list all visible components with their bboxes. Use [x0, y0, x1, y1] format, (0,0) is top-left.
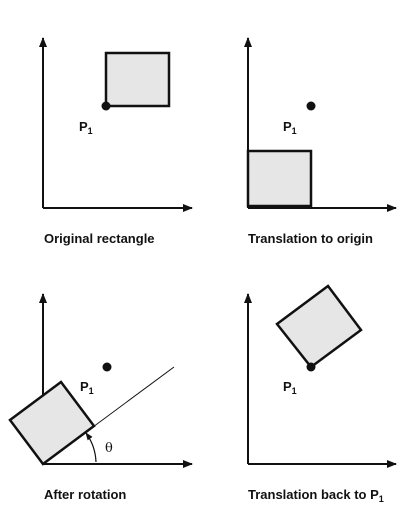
- point-p1: [101, 101, 111, 111]
- angle-label-theta: θ: [105, 441, 113, 456]
- panel-original-rectangle: P1 Original rectangle: [39, 37, 193, 246]
- panel-translation-to-origin: P1 Translation to origin: [244, 37, 397, 246]
- point-label-p1: P1: [79, 119, 93, 136]
- rotation-angle-arc: [85, 432, 97, 463]
- rotated-rectangle: [8, 380, 96, 466]
- caption: Original rectangle: [44, 231, 155, 246]
- panel-translation-back: P1 Translation back to P1: [244, 284, 397, 504]
- point-p1: [306, 101, 316, 111]
- panel-after-rotation: θ P1 After rotation: [8, 293, 193, 502]
- caption: Translation back to P1: [248, 487, 384, 504]
- point-label-p1: P1: [283, 119, 297, 136]
- point-p1: [306, 362, 316, 372]
- rotated-rectangle: [275, 284, 363, 369]
- caption: After rotation: [44, 487, 126, 502]
- caption: Translation to origin: [248, 231, 373, 246]
- rectangle: [246, 149, 313, 208]
- point-p1: [102, 362, 112, 372]
- rectangle: [104, 51, 171, 108]
- point-label-p1: P1: [80, 379, 94, 396]
- point-label-p1: P1: [283, 379, 297, 396]
